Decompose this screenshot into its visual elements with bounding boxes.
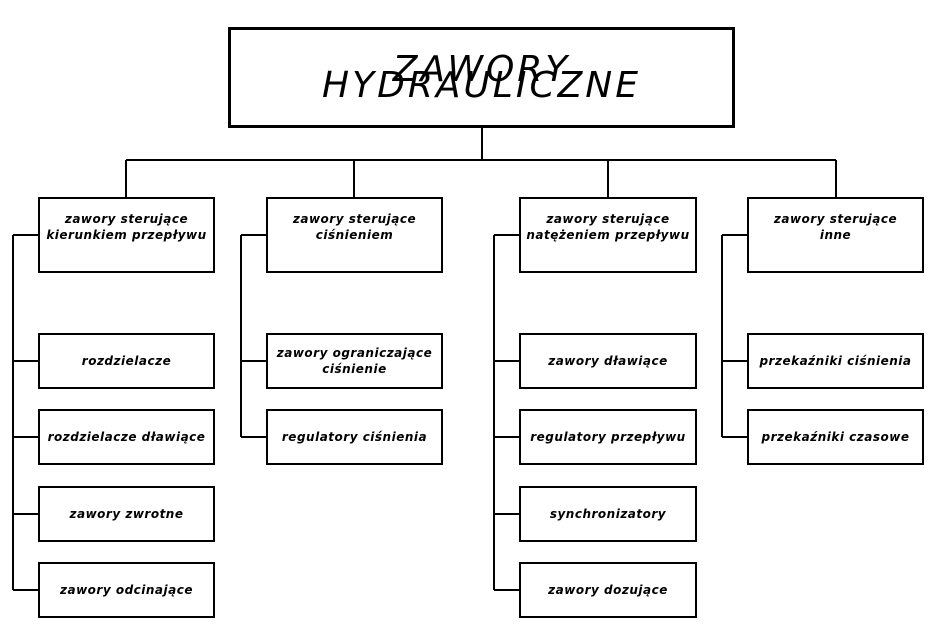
- leaf-node: zawory zwrotne: [38, 486, 215, 542]
- root-node: ZAWORY HYDRAULICZNE: [228, 27, 735, 128]
- leaf-node: rozdzielacze dławiące: [38, 409, 215, 465]
- leaf-node: rozdzielacze: [38, 333, 215, 389]
- leaf-node: przekaźniki czasowe: [747, 409, 924, 465]
- leaf-node: zawory ograniczające ciśnienie: [266, 333, 443, 389]
- category-node-pressure: zawory sterujące ciśnieniem: [266, 197, 443, 273]
- leaf-node: regulatory przepływu: [519, 409, 697, 465]
- leaf-node: zawory odcinające: [38, 562, 215, 618]
- category-node-flow: zawory sterujące natężeniem przepływu: [519, 197, 697, 273]
- leaf-node: zawory dławiące: [519, 333, 697, 389]
- category-node-direction: zawory sterujące kierunkiem przepływu: [38, 197, 215, 273]
- leaf-node: regulatory ciśnienia: [266, 409, 443, 465]
- leaf-node: synchronizatory: [519, 486, 697, 542]
- leaf-node: przekaźniki ciśnienia: [747, 333, 924, 389]
- category-node-other: zawory sterujące inne: [747, 197, 924, 273]
- leaf-node: zawory dozujące: [519, 562, 697, 618]
